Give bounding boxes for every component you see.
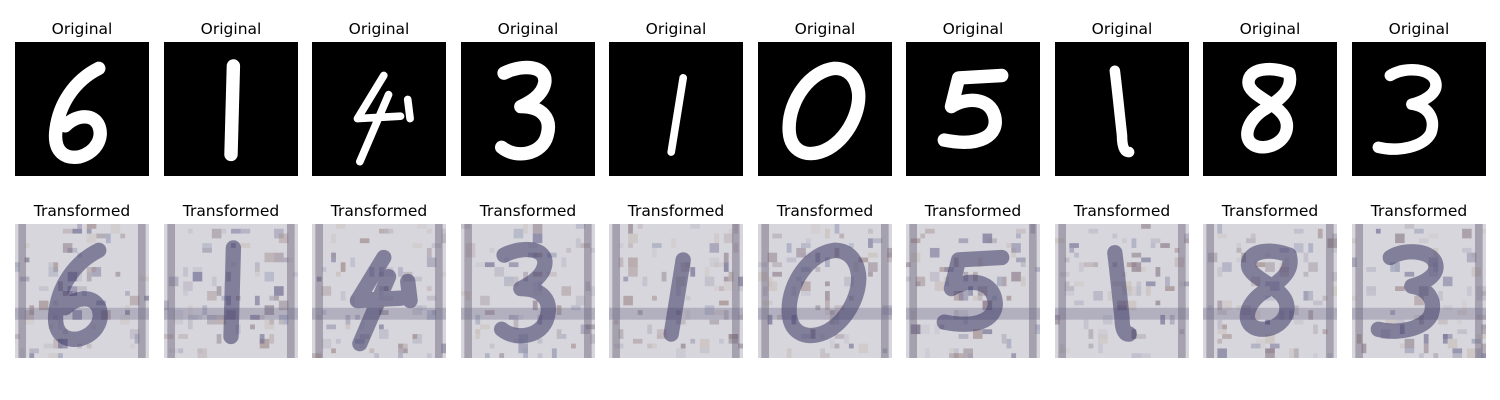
transformed-title: Transformed xyxy=(1370,202,1468,220)
digit-stroke xyxy=(224,59,241,162)
original-title: Original xyxy=(348,20,410,38)
original-digit-image-6 xyxy=(758,42,892,176)
transformed-title: Transformed xyxy=(924,202,1022,220)
digit-stroke xyxy=(353,71,414,166)
digit-stroke xyxy=(667,74,688,156)
transformed-digit-image-9 xyxy=(1203,224,1337,358)
digit-stroke xyxy=(782,61,866,161)
digit-stroke xyxy=(1372,64,1442,155)
original-title: Original xyxy=(1239,20,1301,38)
original-title: Original xyxy=(942,20,1004,38)
original-digit-image-5 xyxy=(609,42,743,176)
digit-stroke xyxy=(1370,244,1444,339)
original-digit-image-4 xyxy=(461,42,595,176)
digit-stroke xyxy=(1107,245,1137,342)
transformed-digit-image-4 xyxy=(461,224,595,358)
digit-stroke xyxy=(1109,65,1135,158)
original-digit-image-9 xyxy=(1203,42,1337,176)
original-title: Original xyxy=(645,20,707,38)
transformed-title: Transformed xyxy=(1221,202,1319,220)
transformed-title: Transformed xyxy=(330,202,428,220)
transformed-title: Transformed xyxy=(627,202,725,220)
transformed-digit-image-1 xyxy=(15,224,149,358)
original-title: Original xyxy=(794,20,856,38)
digit-stroke xyxy=(494,60,555,161)
transformed-title: Transformed xyxy=(479,202,577,220)
digit-stroke xyxy=(48,242,108,347)
digit-stroke xyxy=(1241,62,1297,154)
original-digit-image-3 xyxy=(312,42,446,176)
digit-stroke xyxy=(494,241,556,344)
digit-stroke xyxy=(663,252,691,342)
transformed-digit-image-7 xyxy=(906,224,1040,358)
digit-stroke xyxy=(1239,243,1298,337)
original-title: Original xyxy=(1091,20,1153,38)
original-title: Original xyxy=(200,20,262,38)
transformed-title: Transformed xyxy=(182,202,280,220)
digit-stroke xyxy=(936,249,1010,332)
original-digit-image-8 xyxy=(1055,42,1189,176)
digit-stroke xyxy=(223,240,242,345)
original-digit-image-7 xyxy=(906,42,1040,176)
transformed-digit-image-6 xyxy=(758,224,892,358)
transformed-title: Transformed xyxy=(33,202,131,220)
original-title: Original xyxy=(497,20,559,38)
original-title: Original xyxy=(51,20,113,38)
digit-stroke xyxy=(937,68,1009,149)
transformed-title: Transformed xyxy=(1073,202,1171,220)
transformed-digit-image-3 xyxy=(312,224,446,358)
transformed-digit-image-10 xyxy=(1352,224,1486,358)
transformed-digit-image-2 xyxy=(164,224,298,358)
original-digit-image-10 xyxy=(1352,42,1486,176)
digit-stroke xyxy=(781,242,867,344)
transformed-digit-image-8 xyxy=(1055,224,1189,358)
transformed-title: Transformed xyxy=(776,202,874,220)
original-title: Original xyxy=(1388,20,1450,38)
original-digit-image-2 xyxy=(164,42,298,176)
digit-stroke xyxy=(349,249,418,352)
transformed-digit-image-5 xyxy=(609,224,743,358)
digit-stroke xyxy=(48,61,107,164)
original-digit-image-1 xyxy=(15,42,149,176)
